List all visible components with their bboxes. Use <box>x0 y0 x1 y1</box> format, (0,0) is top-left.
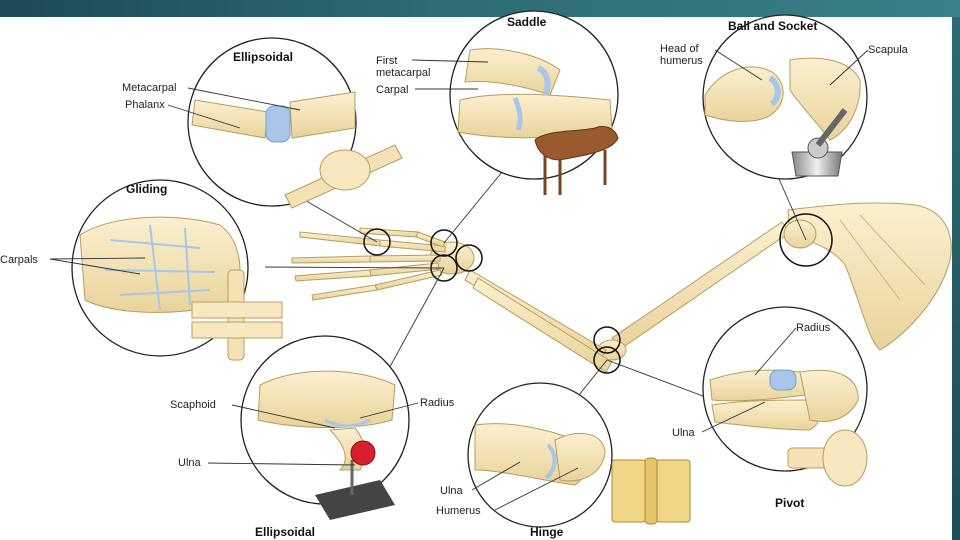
ellipsoidal-joystick-icon <box>315 440 395 520</box>
ellipsoidal-joint-top-inset <box>187 37 403 209</box>
label-phalanx: Phalanx <box>125 99 165 111</box>
label-carpals: Carpals <box>0 254 38 266</box>
title-ellipsoidal-top: Ellipsoidal <box>233 50 293 64</box>
ball-socket-joint-inset <box>702 14 868 180</box>
label-radius-bottom: Radius <box>420 397 455 409</box>
arm-skeleton <box>291 202 952 374</box>
door-hinge-icon <box>611 457 691 525</box>
label-scapula: Scapula <box>868 44 909 56</box>
label-head-of-humerus-line2: humerus <box>660 55 703 67</box>
label-metacarpal: Metacarpal <box>122 82 176 94</box>
label-scaphoid: Scaphoid <box>170 399 216 411</box>
ellipsoidal-joint-bottom-inset <box>240 335 410 520</box>
title-ellipsoidal-bottom: Ellipsoidal <box>255 525 315 539</box>
label-radius-pivot: Radius <box>796 322 831 334</box>
label-first-metacarpal-line2: metacarpal <box>376 67 430 79</box>
pivot-joint-inset <box>702 306 868 487</box>
saddle-icon <box>534 125 619 195</box>
gliding-joint-inset <box>71 179 283 361</box>
label-first-metacarpal-line1: First <box>376 55 397 67</box>
label-head-of-humerus-line1: Head of <box>660 43 699 55</box>
title-ball-socket: Ball and Socket <box>728 19 817 33</box>
title-saddle: Saddle <box>507 15 547 29</box>
pivot-model-icon <box>787 429 868 487</box>
title-hinge: Hinge <box>530 525 564 539</box>
ball-socket-model-icon <box>791 108 848 177</box>
header-bar <box>0 0 960 17</box>
hinge-joint-inset <box>467 382 691 528</box>
label-carpal: Carpal <box>376 84 408 96</box>
label-ulna-pivot: Ulna <box>672 427 696 439</box>
label-ulna-bottom: Ulna <box>178 457 202 469</box>
gliding-model-icon <box>191 269 283 361</box>
saddle-joint-inset <box>449 10 619 195</box>
ellipsoidal-model-icon <box>284 144 403 209</box>
right-edge-bar <box>952 17 960 540</box>
title-gliding: Gliding <box>126 182 167 196</box>
label-humerus-hinge: Humerus <box>436 505 481 517</box>
title-pivot: Pivot <box>775 496 804 510</box>
label-ulna-hinge: Ulna <box>440 485 464 497</box>
